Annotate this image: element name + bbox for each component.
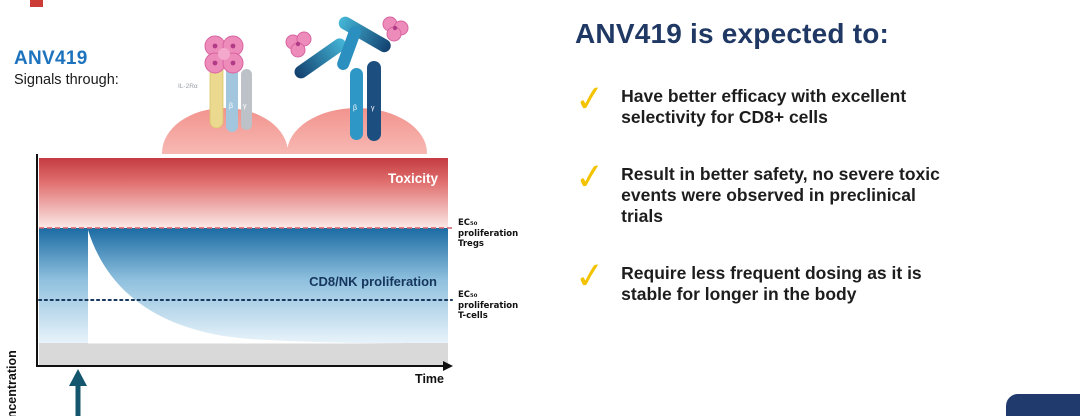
logo-corner [1006, 394, 1080, 416]
blood-concentration-chart: Toxicity CD8/NK proliferation Time Blood… [0, 150, 560, 416]
concentration-decay-curve [88, 230, 448, 344]
il2-molecule-icon [204, 35, 244, 74]
bullet-text-dosing: Require less frequent dosing as it is st… [621, 263, 922, 304]
subtherapeutic-zone [39, 343, 448, 366]
beta-chain-letter-2: β [353, 105, 357, 112]
ec50-tcells-label: EC₅₀ proliferation T-cells [458, 290, 519, 322]
il2r-beta-chain [226, 66, 238, 132]
fused-il2-molecule-icon [285, 16, 409, 58]
il2r-beta-chain-2 [350, 68, 363, 140]
panel-heading: ANV419 is expected to: [575, 18, 890, 49]
chart-canvas: Toxicity CD8/NK proliferation Time [36, 154, 453, 416]
ec50-tregs-label: EC₅₀ proliferation Tregs [458, 218, 519, 250]
check-icon: ✓ [572, 254, 608, 299]
il2r-gamma-chain-2 [367, 61, 381, 141]
drug-title: ANV419 [14, 48, 88, 69]
signals-through-label: Signals through: [14, 72, 119, 88]
il2r-gamma-chain [241, 69, 252, 130]
list-item: ✓ Result in better safety, no severe tox… [572, 155, 1065, 227]
x-axis-label: Time [415, 372, 444, 386]
toxicity-zone [39, 158, 448, 228]
bullet-text-safety: Result in better safety, no severe toxic… [621, 164, 940, 226]
gamma-chain-letter: γ [243, 103, 247, 110]
anv419-antibody-icon [294, 16, 391, 79]
check-icon: ✓ [572, 77, 608, 122]
check-icon: ✓ [572, 155, 608, 200]
toxicity-label: Toxicity [388, 171, 439, 186]
beta-chain-letter: β [229, 103, 233, 110]
list-item: ✓ Have better efficacy with excellent se… [572, 77, 1065, 128]
receptor-illustration: IL-2Rα β γ β γ [162, 16, 427, 154]
bullet-list: ✓ Have better efficacy with excellent se… [572, 77, 1065, 305]
cell-membrane-left [162, 108, 288, 154]
x-axis-arrowhead [443, 361, 453, 371]
bullet-text-efficacy: Have better efficacy with excellent sele… [621, 86, 907, 127]
corner-accent [30, 0, 43, 7]
expectations-panel: ANV419 is expected to: ✓ Have better eff… [572, 18, 1065, 305]
gamma-chain-letter-2: γ [371, 105, 375, 112]
dose-arrow-icon [69, 369, 87, 416]
list-item: ✓ Require less frequent dosing as it is … [572, 254, 1065, 305]
y-axis-label: Blood concentration [5, 350, 19, 416]
proliferation-label: CD8/NK proliferation [309, 274, 437, 289]
receptor-label: IL-2Rα [178, 83, 198, 90]
